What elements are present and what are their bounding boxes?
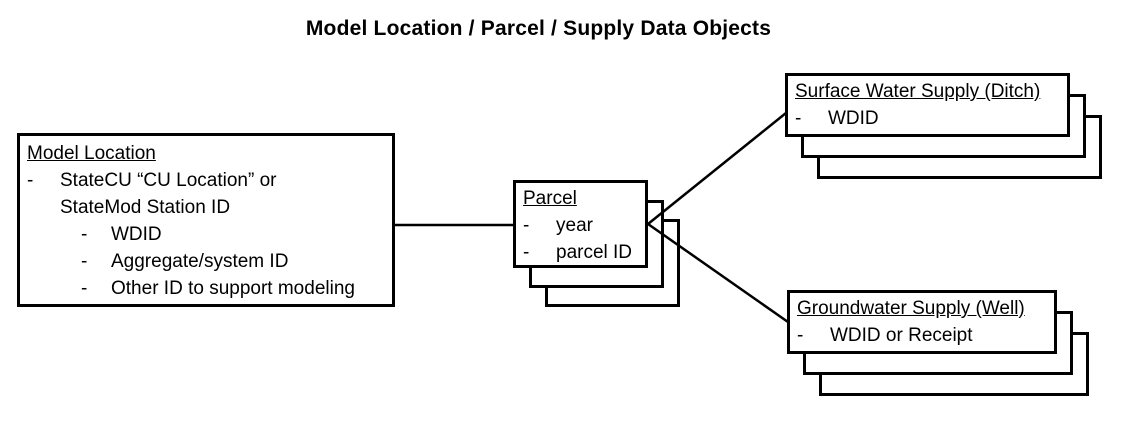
page-title: Model Location / Parcel / Supply Data Ob… xyxy=(305,17,772,40)
list-item: - Other ID to support modeling xyxy=(81,275,388,302)
surface-water-supply-box: Surface Water Supply (Ditch) - WDID xyxy=(785,73,1070,137)
list-item-bullet: - xyxy=(81,278,88,299)
list-item: - StateCU “CU Location” or xyxy=(27,167,388,194)
list-item-bullet: - xyxy=(81,251,88,272)
list-item-text: StateCU “CU Location” or xyxy=(60,170,277,191)
surface-water-supply-title: Surface Water Supply (Ditch) xyxy=(795,81,1041,102)
groundwater-supply-title: Groundwater Supply (Well) xyxy=(797,298,1025,319)
parcel-stack: Parcel - year - parcel ID xyxy=(513,180,680,307)
list-item-text: parcel ID xyxy=(556,242,633,263)
parcel-box: Parcel - year - parcel ID xyxy=(513,180,648,268)
list-item-bullet: - xyxy=(81,224,88,245)
list-item: - WDID or Receipt xyxy=(797,322,1050,349)
list-item-text: Aggregate/system ID xyxy=(111,251,289,272)
list-item-bullet xyxy=(27,194,60,221)
list-item-text: WDID xyxy=(828,108,879,129)
list-item-bullet: - xyxy=(523,242,530,263)
list-item-text: WDID or Receipt xyxy=(830,325,973,346)
model-location-title: Model Location xyxy=(27,143,156,164)
surface-water-supply-stack: Surface Water Supply (Ditch) - WDID xyxy=(785,73,1102,179)
list-item-text: year xyxy=(556,215,593,236)
list-item-bullet: - xyxy=(523,215,530,236)
list-item-bullet: - xyxy=(27,170,34,191)
list-item-text: WDID xyxy=(111,224,162,245)
list-item: StateMod Station ID xyxy=(27,194,388,221)
list-item: - parcel ID xyxy=(523,239,641,266)
parcel-title: Parcel xyxy=(523,188,577,209)
groundwater-supply-stack: Groundwater Supply (Well) - WDID or Rece… xyxy=(787,290,1089,396)
list-item-text: StateMod Station ID xyxy=(60,197,231,218)
list-item: - year xyxy=(523,212,641,239)
list-item-bullet: - xyxy=(795,108,802,129)
list-item: - WDID xyxy=(795,105,1063,132)
list-item: - WDID xyxy=(81,221,388,248)
list-item-bullet: - xyxy=(797,325,804,346)
list-item: - Aggregate/system ID xyxy=(81,248,388,275)
model-location-box: Model Location - StateCU “CU Location” o… xyxy=(17,133,395,307)
groundwater-supply-box: Groundwater Supply (Well) - WDID or Rece… xyxy=(787,290,1057,354)
list-item-text: Other ID to support modeling xyxy=(111,278,355,299)
